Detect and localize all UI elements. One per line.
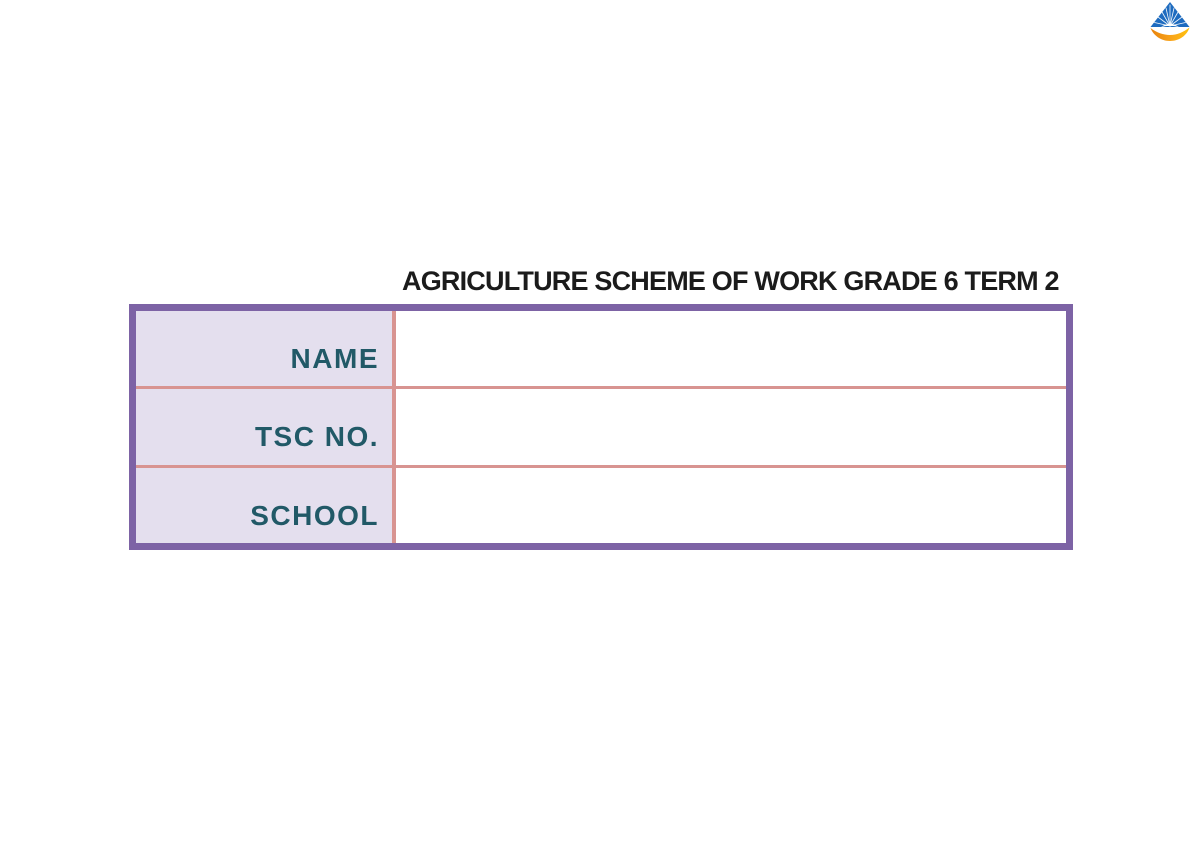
publisher-logo — [1150, 1, 1190, 43]
table-row-school: SCHOOL — [136, 467, 1066, 543]
table-row-name: NAME — [136, 311, 1066, 390]
swoosh-icon — [1150, 27, 1190, 41]
row-value-name[interactable] — [396, 311, 1066, 387]
row-value-tsc-no[interactable] — [396, 389, 1066, 465]
page-title: AGRICULTURE SCHEME OF WORK GRADE 6 TERM … — [402, 266, 1060, 296]
row-label-name: NAME — [136, 311, 396, 387]
row-value-school[interactable] — [396, 467, 1066, 543]
row-label-tsc-no: TSC NO. — [136, 389, 396, 465]
row-label-school: SCHOOL — [136, 467, 396, 543]
publisher-logo-icon — [1150, 2, 1190, 41]
teacher-info-table: NAME TSC NO. SCHOOL — [129, 304, 1073, 550]
table-row-tsc-no: TSC NO. — [136, 389, 1066, 468]
triangle-starburst-icon — [1150, 2, 1190, 27]
